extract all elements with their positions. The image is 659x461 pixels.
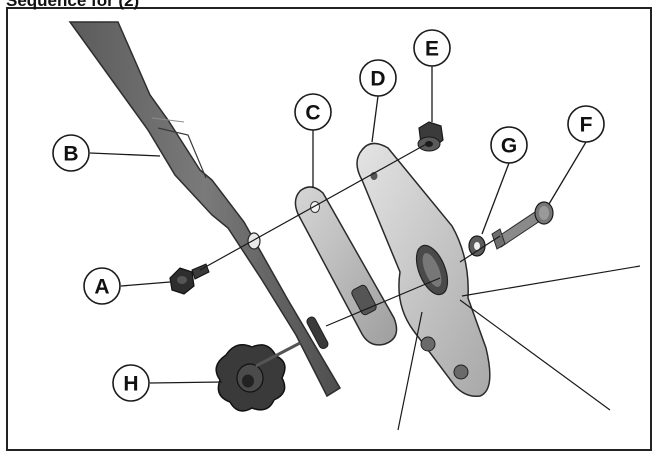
callout-label-e: E bbox=[425, 38, 439, 61]
callout-label-f: F bbox=[580, 114, 593, 137]
arm-hole bbox=[247, 232, 261, 250]
callout-label-a: A bbox=[94, 276, 109, 299]
callout-b: B bbox=[52, 134, 90, 172]
bracket-bolt-1 bbox=[420, 336, 436, 352]
callout-g: G bbox=[490, 126, 528, 164]
figure-frame bbox=[6, 7, 652, 451]
callout-c: C bbox=[294, 93, 332, 131]
handle-arm bbox=[68, 21, 342, 398]
arm-slot bbox=[306, 316, 329, 349]
lock-nut-e bbox=[417, 121, 444, 152]
callout-d: D bbox=[359, 59, 397, 97]
figure-header: Sequence for (2) bbox=[6, 0, 140, 10]
knob-h bbox=[215, 341, 301, 412]
callout-label-h: H bbox=[123, 373, 138, 396]
callout-label-c: C bbox=[305, 102, 320, 125]
callout-h: H bbox=[112, 364, 150, 402]
plate-c bbox=[294, 186, 398, 346]
assembly-lines bbox=[199, 141, 641, 431]
leader-lines bbox=[89, 66, 587, 384]
bracket-d bbox=[356, 142, 491, 398]
bolt-f bbox=[491, 201, 554, 250]
callout-label-d: D bbox=[370, 68, 385, 91]
callout-f: F bbox=[567, 105, 605, 143]
bracket-bolt-2 bbox=[453, 364, 469, 380]
callout-label-b: B bbox=[63, 143, 78, 166]
plate-c-hole bbox=[310, 201, 320, 213]
washer-g bbox=[468, 235, 486, 257]
callout-a: A bbox=[83, 267, 121, 305]
callout-e: E bbox=[413, 29, 451, 67]
callout-label-g: G bbox=[501, 135, 517, 158]
